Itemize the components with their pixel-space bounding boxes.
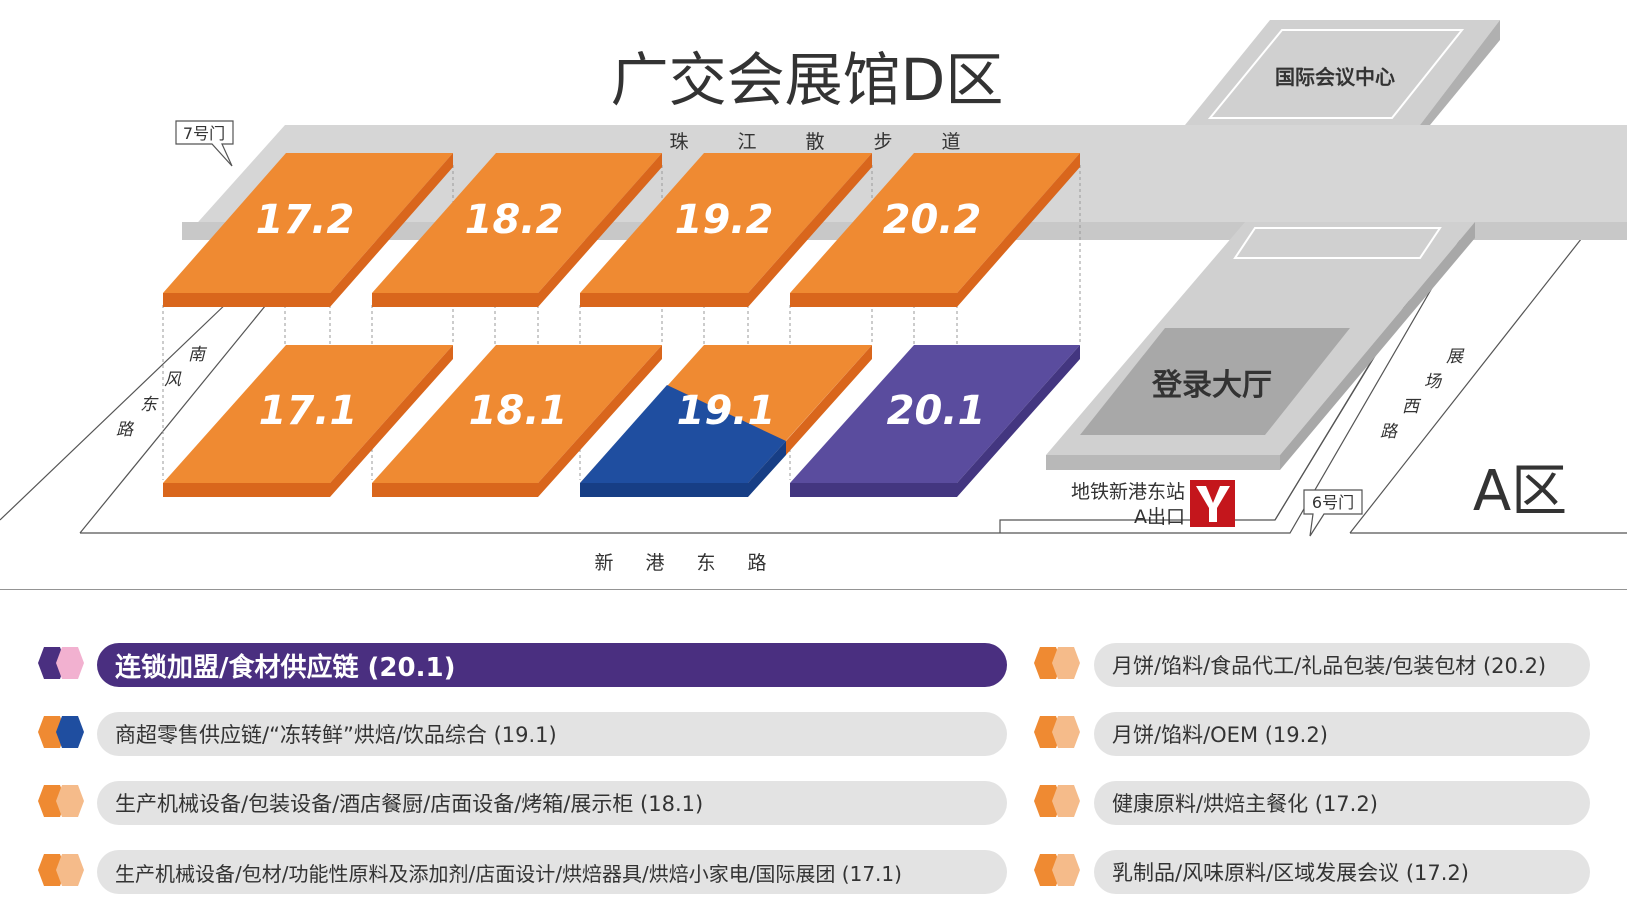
conference-center-side (1420, 20, 1500, 125)
gate-6: 6号门 (1303, 489, 1363, 537)
hall-19-2[interactable]: 19.2 (580, 153, 872, 307)
legend-item-label: 商超零售供应链/“冻转鲜”烘焙/饮品综合 (19.1) (115, 723, 557, 747)
legend-hex-icon (1034, 647, 1080, 679)
north-road-label: 珠 江 散 步 道 (669, 131, 962, 153)
east-road-line-2 (1349, 214, 1601, 534)
hall-label-20-2: 20.2 (883, 197, 982, 243)
legend-item-label: 月饼/馅料/食品代工/礼品包装/包装包材 (20.2) (1112, 654, 1547, 678)
gate-7: 7号门 (175, 120, 234, 167)
lobby-hall (1080, 328, 1350, 435)
legend-item-label: 月饼/馅料/OEM (19.2) (1112, 723, 1328, 747)
hall-label-20-1: 20.1 (887, 388, 986, 434)
hall-label-17-2: 17.2 (256, 197, 355, 243)
svg-text:江: 江 (737, 131, 758, 153)
conference-center-inner (1207, 29, 1465, 119)
svg-text:道: 道 (941, 131, 962, 153)
conference-center-label: 国际会议中心 (1275, 65, 1395, 89)
east-road-label: 展 场 西 路 (1380, 347, 1465, 442)
hall-19-1[interactable]: 19.1 (580, 345, 872, 497)
legend-item-19-2[interactable]: 月饼/馅料/OEM (19.2) (1094, 712, 1590, 756)
svg-text:步: 步 (873, 131, 894, 153)
legend-hex-icon (1034, 785, 1080, 817)
lobby-edge (1046, 455, 1280, 470)
svg-text:东: 东 (696, 552, 717, 574)
svg-text:展: 展 (1446, 347, 1465, 367)
south-road-label: 新 港 东 路 (594, 552, 768, 574)
hall-18-2[interactable]: 18.2 (372, 153, 662, 307)
svg-text:路: 路 (116, 420, 135, 440)
legend-hex-icon (38, 785, 84, 817)
svg-text:珠: 珠 (669, 131, 690, 153)
hall-20-2[interactable]: 20.2 (790, 153, 1080, 307)
metro-station-label: 地铁新港东站 (1071, 481, 1185, 503)
hall-label-18-1: 18.1 (469, 388, 568, 434)
svg-text:南: 南 (188, 345, 208, 365)
svg-text:新: 新 (594, 552, 615, 574)
west-road-line-inner (79, 299, 271, 534)
zone-a-label: A区 (1473, 459, 1567, 524)
svg-text:西: 西 (1402, 397, 1422, 417)
legend-item-label: 生产机械设备/包材/功能性原料及添加剂/店面设计/烘焙器具/烘焙小家电/国际展团… (115, 861, 902, 886)
legend-item-label: 连锁加盟/食材供应链 (20.1) (115, 652, 456, 683)
hall-label-19-2: 19.2 (675, 197, 774, 243)
legend-hex-icon (1034, 854, 1080, 886)
legend-item-label: 健康原料/烘焙主餐化 (17.2) (1112, 792, 1378, 816)
svg-text:6号门: 6号门 (1312, 493, 1354, 512)
legend-hex-icon (38, 647, 84, 679)
legend-item-18-1[interactable]: 生产机械设备/包装设备/酒店餐厨/店面设备/烤箱/展示柜 (18.1) (97, 781, 1007, 825)
legend-hex-icon (38, 716, 84, 748)
legend-hex-icon (38, 854, 84, 886)
legend-item-20-1[interactable]: 连锁加盟/食材供应链 (20.1) (97, 643, 1007, 687)
svg-text:东: 东 (140, 395, 159, 415)
hall-20-1[interactable]: 20.1 (790, 345, 1080, 497)
hall-17-2[interactable]: 17.2 (163, 153, 453, 307)
svg-text:路: 路 (1380, 422, 1399, 442)
legend-item-17-1[interactable]: 生产机械设备/包材/功能性原料及添加剂/店面设计/烘焙器具/烘焙小家电/国际展团… (97, 850, 1007, 894)
hall-17-1[interactable]: 17.1 (163, 345, 453, 497)
hall-label-17-1: 17.1 (259, 388, 358, 434)
hall-label-18-2: 18.2 (465, 197, 564, 243)
lobby-side (1280, 222, 1475, 470)
conference-center-block (1185, 20, 1500, 125)
svg-text:场: 场 (1424, 372, 1443, 392)
west-road-label: 南 风 东 路 (116, 345, 208, 440)
legend-item-label: 乳制品/风味原料/区域发展会议 (17.2) (1112, 861, 1469, 885)
page-title: 广交会展馆D区 (611, 46, 1004, 114)
metro-exit-label: A出口 (1134, 506, 1185, 528)
hall-18-1[interactable]: 18.1 (372, 345, 662, 497)
svg-text:散: 散 (805, 131, 826, 153)
legend-item-17-2-a[interactable]: 健康原料/烘焙主餐化 (17.2) (1094, 781, 1590, 825)
hall-label-19-1: 19.1 (677, 388, 776, 434)
legend-hex-icon (1034, 716, 1080, 748)
legend-item-19-1[interactable]: 商超零售供应链/“冻转鲜”烘焙/饮品综合 (19.1) (97, 712, 1007, 756)
west-road-line (0, 299, 231, 521)
legend-item-17-2-b[interactable]: 乳制品/风味原料/区域发展会议 (17.2) (1094, 850, 1590, 894)
lobby-label: 登录大厅 (1151, 368, 1272, 403)
legend-item-label: 生产机械设备/包装设备/酒店餐厨/店面设备/烤箱/展示柜 (18.1) (115, 792, 704, 816)
legend-item-20-2[interactable]: 月饼/馅料/食品代工/礼品包装/包装包材 (20.2) (1094, 643, 1590, 687)
svg-text:风: 风 (164, 370, 182, 390)
lobby-corridor (1233, 227, 1442, 259)
svg-text:7号门: 7号门 (183, 124, 225, 143)
svg-text:港: 港 (645, 552, 666, 574)
svg-text:路: 路 (747, 552, 768, 574)
floor-plan: 国际会议中心 登录大厅 17.2 18.2 19.2 2 (0, 20, 1627, 590)
metro-logo-icon (1190, 480, 1235, 527)
